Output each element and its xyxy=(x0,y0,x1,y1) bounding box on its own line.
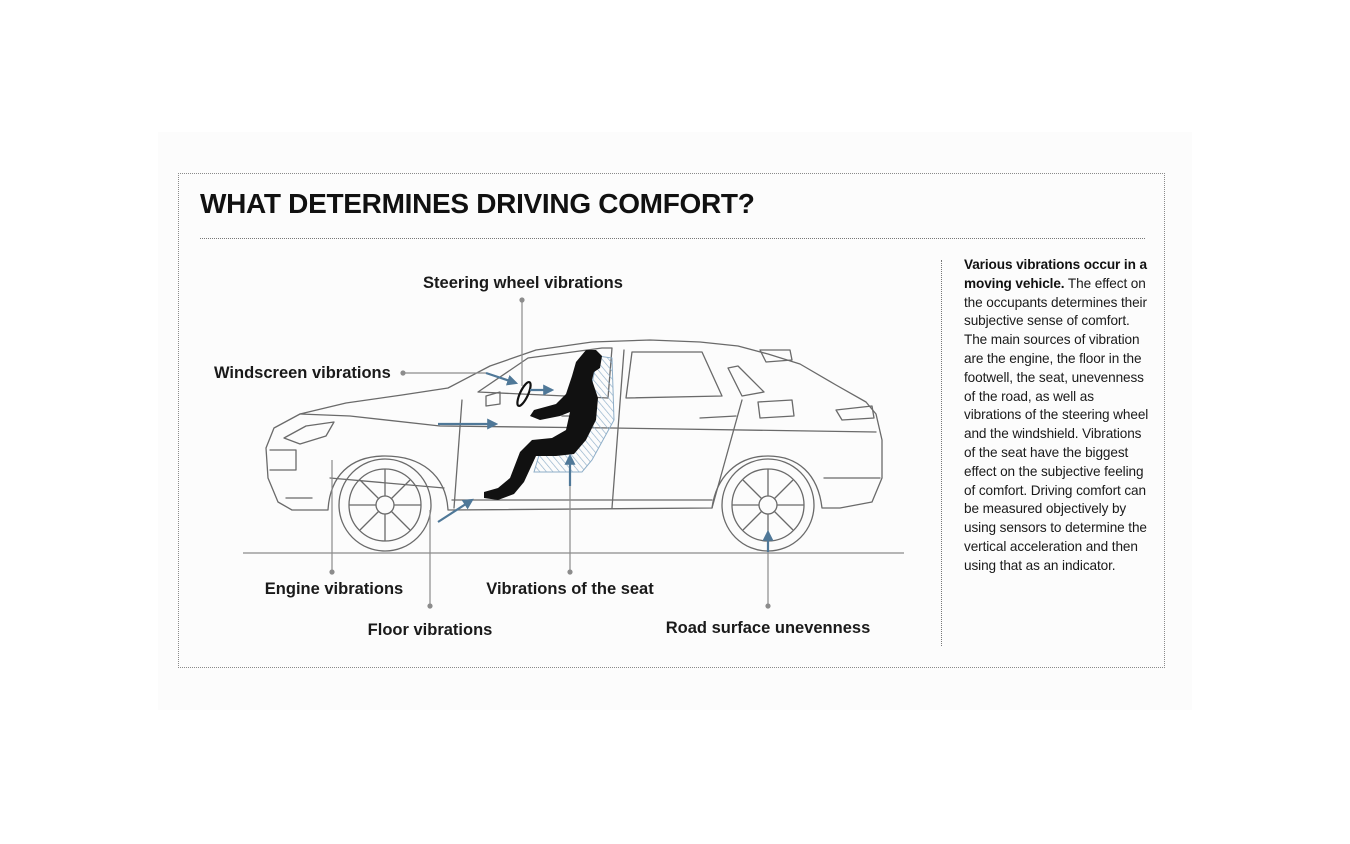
label-engine: Engine vibrations xyxy=(265,580,403,598)
front-wheel xyxy=(338,458,432,552)
label-steering-wheel: Steering wheel vibrations xyxy=(423,274,623,292)
column-divider xyxy=(941,260,942,646)
windscreen-arrow xyxy=(485,371,519,386)
label-road: Road surface unevenness xyxy=(666,619,871,637)
title-divider xyxy=(200,238,1145,239)
description-body: The effect on the occupants determines t… xyxy=(964,275,1149,573)
description-paragraph: Various vibrations occur in a moving veh… xyxy=(964,256,1150,576)
infographic-title: WHAT DETERMINES DRIVING COMFORT? xyxy=(200,188,755,219)
floor-arrow xyxy=(437,498,474,523)
label-floor: Floor vibrations xyxy=(368,621,493,639)
infographic-frame xyxy=(178,173,1165,668)
description-lead: Various vibrations occur in a moving veh… xyxy=(964,257,1147,291)
label-seat: Vibrations of the seat xyxy=(486,580,654,598)
leader-lines xyxy=(329,297,771,609)
car-outline xyxy=(265,339,883,511)
label-windscreen: Windscreen vibrations xyxy=(214,364,391,382)
infographic-background xyxy=(158,132,1192,710)
vibration-arrows xyxy=(437,371,774,552)
steering-wheel-shape xyxy=(516,380,532,408)
driver-silhouette xyxy=(484,350,602,500)
